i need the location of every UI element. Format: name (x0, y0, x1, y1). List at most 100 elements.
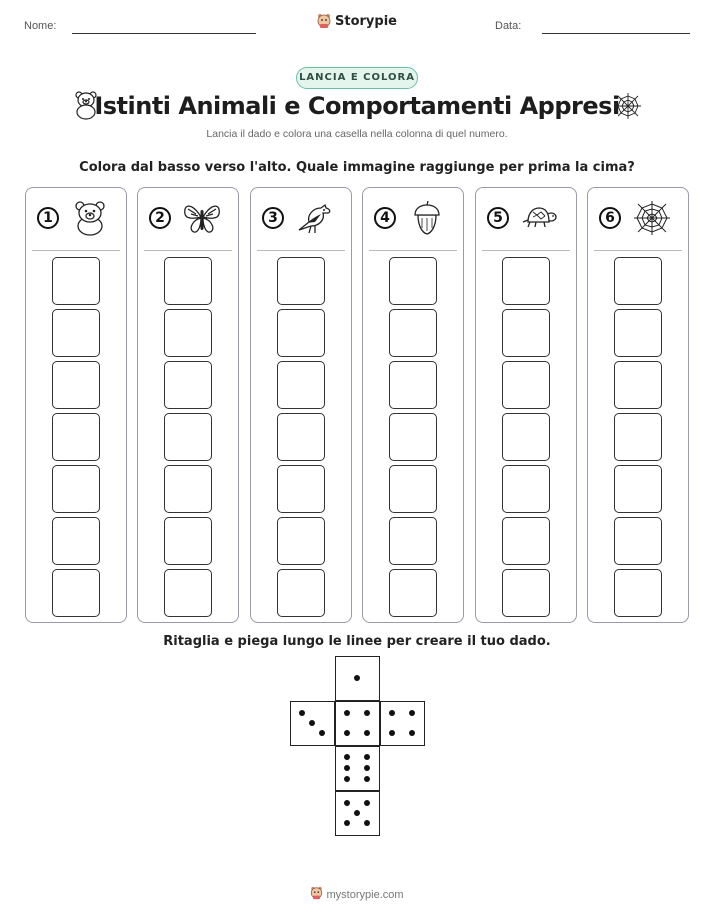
color-box[interactable] (164, 309, 212, 357)
die-pip (364, 800, 370, 806)
bear-icon (75, 91, 97, 120)
spiderweb-icon (615, 93, 641, 119)
color-box[interactable] (614, 361, 662, 409)
die-face-right (380, 701, 425, 746)
color-box[interactable] (52, 413, 100, 461)
bear-icon (75, 201, 105, 236)
color-box[interactable] (164, 361, 212, 409)
color-box[interactable] (502, 413, 550, 461)
die-pip (344, 800, 350, 806)
color-box[interactable] (614, 413, 662, 461)
color-box[interactable] (502, 361, 550, 409)
color-box[interactable] (164, 517, 212, 565)
name-label: Nome: (24, 20, 57, 32)
color-box[interactable] (52, 517, 100, 565)
color-box[interactable] (389, 361, 437, 409)
die-pip (364, 710, 370, 716)
column-2: 2 (137, 187, 239, 623)
color-box[interactable] (389, 517, 437, 565)
activity-badge: LANCIA E COLORA (296, 67, 418, 89)
color-box[interactable] (389, 465, 437, 513)
die-pip (309, 720, 315, 726)
die-pip (344, 765, 350, 771)
color-box[interactable] (164, 465, 212, 513)
column-number: 4 (374, 207, 396, 229)
die-face-back (335, 791, 380, 836)
instruction: Colora dal basso verso l'alto. Quale imm… (79, 160, 635, 175)
brand-logo: Storypie (0, 13, 714, 33)
color-box[interactable] (277, 309, 325, 357)
bird-icon (298, 203, 331, 234)
brand-name: Storypie (335, 13, 397, 29)
column-4: 4 (362, 187, 464, 623)
color-box[interactable] (164, 569, 212, 617)
acorn-icon (414, 200, 440, 235)
color-box[interactable] (277, 413, 325, 461)
color-box[interactable] (502, 309, 550, 357)
butterfly-icon (184, 205, 220, 233)
color-box[interactable] (52, 465, 100, 513)
die-pip (364, 820, 370, 826)
die-pip (389, 730, 395, 736)
date-line (542, 33, 690, 34)
spiderweb-icon (634, 201, 670, 235)
die-pip (409, 730, 415, 736)
die-pip (299, 710, 305, 716)
column-5: 5 (475, 187, 577, 623)
color-box[interactable] (164, 413, 212, 461)
color-box[interactable] (164, 257, 212, 305)
color-box[interactable] (389, 257, 437, 305)
color-box[interactable] (52, 309, 100, 357)
column-divider (257, 250, 345, 251)
column-number: 3 (262, 207, 284, 229)
color-box[interactable] (52, 257, 100, 305)
color-box[interactable] (389, 569, 437, 617)
die-face-bottom (335, 746, 380, 791)
die-pip (354, 810, 360, 816)
color-box[interactable] (52, 361, 100, 409)
footer-url[interactable]: mystorypie.com (326, 889, 404, 901)
storypie-mascot-icon (311, 886, 323, 900)
color-box[interactable] (614, 257, 662, 305)
color-box[interactable] (52, 569, 100, 617)
die-pip (344, 820, 350, 826)
die-face-center (335, 701, 380, 746)
color-box[interactable] (502, 517, 550, 565)
die-pip (344, 754, 350, 760)
color-box[interactable] (277, 465, 325, 513)
color-box[interactable] (389, 413, 437, 461)
color-box[interactable] (277, 569, 325, 617)
footer: mystorypie.com (0, 886, 714, 901)
die-pip (409, 710, 415, 716)
color-box[interactable] (614, 465, 662, 513)
color-box[interactable] (389, 309, 437, 357)
color-box[interactable] (277, 361, 325, 409)
column-divider (482, 250, 570, 251)
die-pip (389, 710, 395, 716)
column-divider (369, 250, 457, 251)
die-pip (364, 776, 370, 782)
color-box[interactable] (502, 257, 550, 305)
column-3: 3 (250, 187, 352, 623)
die-pip (344, 730, 350, 736)
storypie-mascot-icon (317, 14, 331, 28)
column-number: 5 (487, 207, 509, 229)
subtitle: Lancia il dado e colora una casella nell… (206, 128, 508, 140)
color-box[interactable] (614, 309, 662, 357)
column-number: 6 (599, 207, 621, 229)
column-divider (144, 250, 232, 251)
color-box[interactable] (277, 517, 325, 565)
color-box[interactable] (614, 569, 662, 617)
die-pip (364, 730, 370, 736)
column-1: 1 (25, 187, 127, 623)
die-face-top (335, 656, 380, 701)
die-pip (364, 754, 370, 760)
column-number: 2 (149, 207, 171, 229)
die-pip (319, 730, 325, 736)
column-divider (594, 250, 682, 251)
color-box[interactable] (502, 465, 550, 513)
color-box[interactable] (277, 257, 325, 305)
color-box[interactable] (614, 517, 662, 565)
color-box[interactable] (502, 569, 550, 617)
column-6: 6 (587, 187, 689, 623)
